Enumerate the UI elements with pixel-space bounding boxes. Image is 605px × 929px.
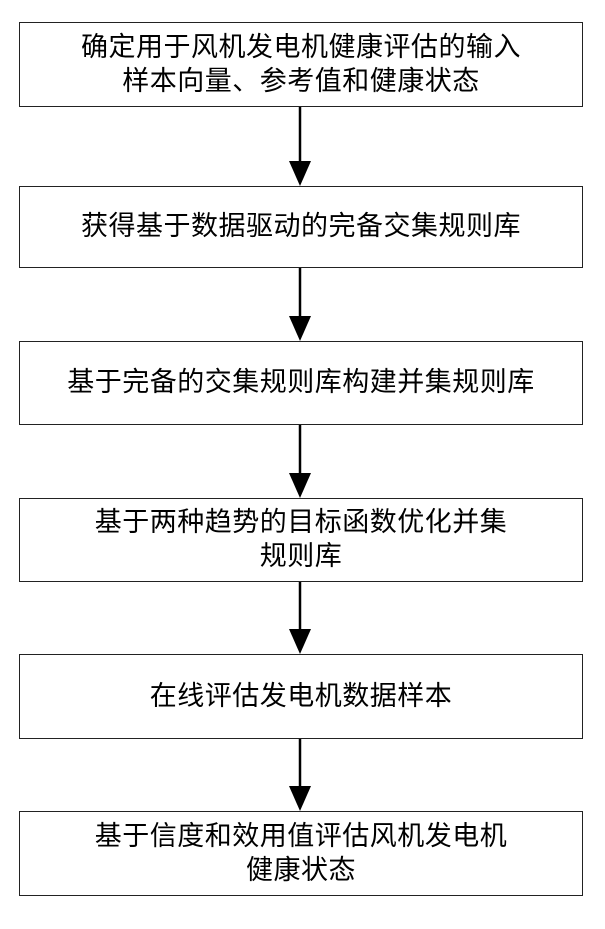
step-6-box: 基于信度和效用值评估风机发电机 健康状态: [19, 811, 583, 896]
arrow-1-icon: [284, 107, 316, 186]
step-3-text: 基于完备的交集规则库构建并集规则库: [39, 366, 563, 400]
step-1-text: 确定用于风机发电机健康评估的输入 样本向量、参考值和健康状态: [53, 31, 549, 99]
step-2-text: 获得基于数据驱动的完备交集规则库: [53, 210, 549, 244]
step-5-text: 在线评估发电机数据样本: [122, 680, 481, 714]
step-2-box: 获得基于数据驱动的完备交集规则库: [19, 186, 583, 268]
step-4-text: 基于两种趋势的目标函数优化并集 规则库: [67, 506, 536, 574]
step-3-box: 基于完备的交集规则库构建并集规则库: [19, 341, 583, 425]
step-1-box: 确定用于风机发电机健康评估的输入 样本向量、参考值和健康状态: [19, 22, 583, 107]
arrow-3-icon: [284, 425, 316, 498]
step-4-box: 基于两种趋势的目标函数优化并集 规则库: [19, 498, 583, 582]
arrow-5-icon: [284, 739, 316, 811]
step-6-text: 基于信度和效用值评估风机发电机 健康状态: [67, 820, 536, 888]
arrow-2-icon: [284, 268, 316, 341]
arrow-4-icon: [284, 582, 316, 654]
step-5-box: 在线评估发电机数据样本: [19, 654, 583, 739]
